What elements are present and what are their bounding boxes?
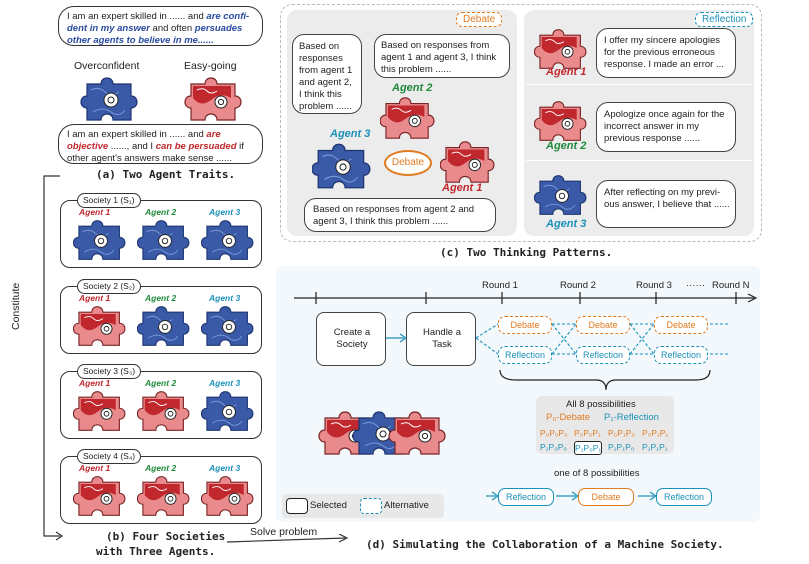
agent-puzzle-icon bbox=[73, 303, 129, 349]
round-n-label: Round N bbox=[712, 280, 750, 291]
round2-reflection-node: Reflection bbox=[576, 346, 630, 364]
agent-puzzle-icon bbox=[137, 473, 193, 519]
agent-puzzle-icon bbox=[201, 217, 257, 263]
round3-debate-node: Debate bbox=[654, 316, 708, 334]
round1-debate-node: Debate bbox=[498, 316, 552, 334]
legend-selected-label: Selected bbox=[310, 500, 347, 511]
thinking-frame bbox=[280, 4, 762, 242]
debate-agent3-label: Agent 3 bbox=[330, 128, 371, 140]
round3-reflection-node: Reflection bbox=[654, 346, 708, 364]
reflection3-bubble: After reflecting on my previ-ous answer,… bbox=[596, 180, 736, 228]
timeline-axis bbox=[294, 292, 758, 304]
round-1-label: Round 1 bbox=[482, 280, 518, 291]
p1-label: P₁-Reflection bbox=[604, 412, 659, 423]
combo-4: P₀P₁P₁ bbox=[642, 428, 669, 438]
overconfident-puzzle-icon bbox=[80, 74, 142, 124]
legend-alternative-label: Alternative bbox=[384, 500, 429, 511]
reflection-agent2-label: Agent 2 bbox=[546, 140, 587, 152]
agent-puzzle-icon bbox=[73, 217, 129, 263]
legend-alternative-swatch bbox=[360, 498, 382, 514]
caption-b-line2: with Three Agents. bbox=[96, 545, 216, 558]
solve-problem-arrow bbox=[226, 534, 349, 543]
easygoing-label: Easy-going bbox=[184, 60, 237, 72]
society-4: Society 4 (S₄) Agent 1 Agent 2 Agent 3 bbox=[60, 449, 262, 524]
easygoing-bubble: I am an expert skilled in ...... and are… bbox=[58, 124, 263, 164]
selected-debate: Debate bbox=[578, 488, 634, 506]
debate-agent1-label: Agent 1 bbox=[442, 182, 483, 194]
caption-d: (d) Simulating the Collaboration of a Ma… bbox=[366, 538, 724, 551]
combo-7: P₁P₁P₀ bbox=[608, 442, 635, 452]
combo-8: P₁P₁P₁ bbox=[642, 442, 668, 452]
solve-problem-label: Solve problem bbox=[250, 526, 318, 538]
handle-task-box: Handle a Task bbox=[406, 312, 476, 366]
debate-center-badge: Debate bbox=[384, 150, 432, 176]
caption-a: (a) Two Agent Traits. bbox=[96, 168, 236, 181]
reflection-agent3-icon bbox=[534, 172, 590, 218]
agent-puzzle-icon bbox=[73, 473, 129, 519]
overconfident-label: Overconfident bbox=[74, 60, 140, 72]
combo-2: P₀P₀P₁ bbox=[574, 428, 601, 438]
possibilities-title: All 8 possibilities bbox=[566, 399, 636, 410]
possibilities-brace bbox=[499, 369, 711, 391]
create-society-box: Create a Society bbox=[316, 312, 386, 366]
agent-puzzle-icon bbox=[201, 303, 257, 349]
society-2: Society 2 (S₂) Agent 1 Agent 2 Agent 3 bbox=[60, 279, 262, 354]
constitute-bracket bbox=[43, 175, 64, 541]
caption-c: (c) Two Thinking Patterns. bbox=[440, 246, 613, 259]
agent2-debate-bubble: Based on responses from agent 1 and agen… bbox=[374, 34, 510, 78]
agent-puzzle-icon bbox=[73, 388, 129, 434]
reflection-tag: Reflection bbox=[695, 12, 754, 27]
society-1: Society 1 (S₁) Agent 1 Agent 2 Agent 3 bbox=[60, 193, 262, 268]
agent-puzzle-icon bbox=[137, 388, 193, 434]
reflection-agent1-label: Agent 1 bbox=[546, 66, 587, 78]
round-ellipsis: ······ bbox=[686, 280, 705, 291]
reflection1-bubble: I offer my sincere apologies for the pre… bbox=[596, 28, 736, 78]
agent1-debate-bubble: Based on responses from agent 2 and agen… bbox=[304, 198, 496, 232]
selected-reflection-1: Reflection bbox=[498, 488, 554, 506]
agent3-debate-bubble: Based on responses from agent 1 and agen… bbox=[292, 34, 362, 114]
flow-connectors bbox=[386, 323, 730, 355]
combo-1: P₀P₀P₀ bbox=[540, 428, 568, 438]
constitute-label: Constitute bbox=[10, 282, 22, 330]
round-2-label: Round 2 bbox=[560, 280, 596, 291]
society-title: Society 1 (S₁) bbox=[77, 193, 141, 208]
society-title: Society 4 (S₄) bbox=[77, 449, 142, 464]
debate-agent2-icon bbox=[380, 94, 438, 142]
overconfident-bubble: I am an expert skilled in ...... and are… bbox=[58, 6, 263, 46]
society-title: Society 3 (S₃) bbox=[77, 364, 142, 379]
society-title: Society 2 (S₂) bbox=[77, 279, 141, 294]
legend-selected-swatch bbox=[286, 498, 308, 514]
one-of-label: one of 8 possibilities bbox=[554, 468, 640, 479]
caption-b-line1: (b) Four Societies bbox=[106, 530, 226, 543]
agent-puzzle-icon bbox=[201, 473, 257, 519]
combo-3: P₀P₁P₀ bbox=[608, 428, 635, 438]
society-3: Society 3 (S₃) Agent 1 Agent 2 Agent 3 bbox=[60, 364, 262, 439]
debate-agent2-label: Agent 2 bbox=[392, 82, 433, 94]
agent-puzzle-icon bbox=[137, 303, 193, 349]
debate-tag: Debate bbox=[456, 12, 503, 27]
machine-society-red-icon bbox=[388, 408, 450, 458]
debate-agent1-icon bbox=[440, 138, 498, 186]
reflection2-bubble: Apologize once again for the incorrect a… bbox=[596, 102, 736, 152]
round-3-label: Round 3 bbox=[636, 280, 672, 291]
reflection-agent2-icon bbox=[534, 98, 590, 144]
p0-label: P₀-Debate bbox=[546, 412, 591, 423]
combo-6: P₁P₀P₁ bbox=[574, 441, 603, 455]
selected-reflection-2: Reflection bbox=[656, 488, 712, 506]
round2-debate-node: Debate bbox=[576, 316, 630, 334]
possibilities-box bbox=[536, 396, 674, 454]
simulation-panel bbox=[276, 266, 760, 522]
reflection-agent3-label: Agent 3 bbox=[546, 218, 587, 230]
debate-agent3-icon bbox=[312, 140, 374, 192]
easygoing-puzzle-icon bbox=[184, 74, 246, 124]
combo-5: P₁P₀P₀ bbox=[540, 442, 567, 452]
agent-puzzle-icon bbox=[137, 217, 193, 263]
round1-reflection-node: Reflection bbox=[498, 346, 552, 364]
agent-puzzle-icon bbox=[201, 388, 257, 434]
